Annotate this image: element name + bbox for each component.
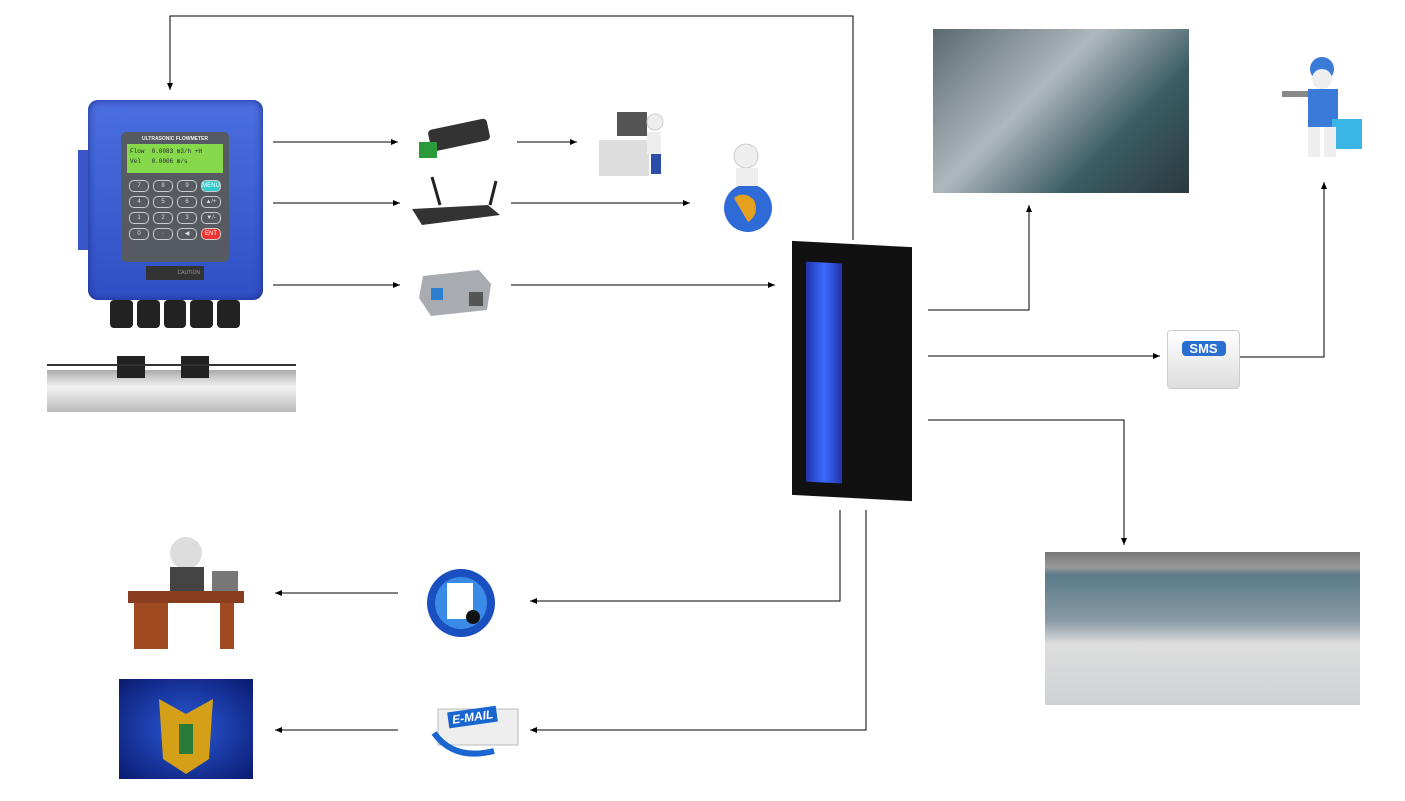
- caution-label: CAUTION: [146, 266, 204, 280]
- key-3: 3: [177, 212, 197, 224]
- arrow-sms-to-worker: [1240, 182, 1327, 358]
- industrial-plant-photo: [933, 29, 1189, 193]
- arrow-rack-to-control-room: [928, 419, 1127, 545]
- key-0: 0: [129, 228, 149, 240]
- sms-notification-icon: SMS: [1167, 330, 1240, 389]
- server-rack: [792, 240, 912, 502]
- key-menu: MENU: [201, 180, 221, 192]
- report-document-icon: [427, 569, 495, 637]
- key-dot: ·: [153, 228, 173, 240]
- key-down: ▼/-: [201, 212, 221, 224]
- control-room-photo: [1045, 552, 1360, 705]
- key-1: 1: [129, 212, 149, 224]
- internet-user-icon: [724, 143, 772, 232]
- arrow-rack-to-flowmeter: [167, 15, 854, 240]
- keypad: 7 8 9 MENU 4 5 6 ▲/+ 1 2 3 ▼/- 0 · ◀ ENT: [129, 180, 221, 240]
- email-notification-icon: E-MAIL: [430, 703, 525, 758]
- flowmeter-lcd: Flow 0.0083 m3/h +H Vel 0.0006 m/s: [127, 144, 223, 173]
- key-9: 9: [177, 180, 197, 192]
- arrow-rack-to-email: [530, 510, 867, 733]
- key-up: ▲/+: [201, 196, 221, 208]
- key-enter: ENT: [201, 228, 221, 240]
- sms-label: SMS: [1181, 341, 1226, 356]
- key-5: 5: [153, 196, 173, 208]
- ultrasonic-flowmeter: ULTRASONIC FLOWMETER Flow 0.0083 m3/h +H…: [78, 100, 263, 328]
- key-6: 6: [177, 196, 197, 208]
- lcd-line-2: Vel 0.0006 m/s: [130, 158, 188, 165]
- key-8: 8: [153, 180, 173, 192]
- usb-adapter-icon: [419, 118, 490, 158]
- pipe-with-sensors: [47, 356, 296, 412]
- key-7: 7: [129, 180, 149, 192]
- router-icon: [412, 176, 500, 225]
- service-worker-icon: [1282, 57, 1362, 157]
- government-emblem: [119, 679, 253, 779]
- arrow-rack-to-report: [530, 510, 841, 604]
- office-worker-icon: [128, 537, 244, 649]
- flowmeter-title: ULTRASONIC FLOWMETER: [141, 136, 208, 142]
- lcd-line-1: Flow 0.0083 m3/h +H: [130, 148, 203, 155]
- interface-converter-icon: [419, 270, 491, 316]
- arrow-rack-to-plant: [928, 205, 1032, 311]
- key-back: ◀: [177, 228, 197, 240]
- key-4: 4: [129, 196, 149, 208]
- pc-user-icon: [599, 112, 664, 176]
- key-2: 2: [153, 212, 173, 224]
